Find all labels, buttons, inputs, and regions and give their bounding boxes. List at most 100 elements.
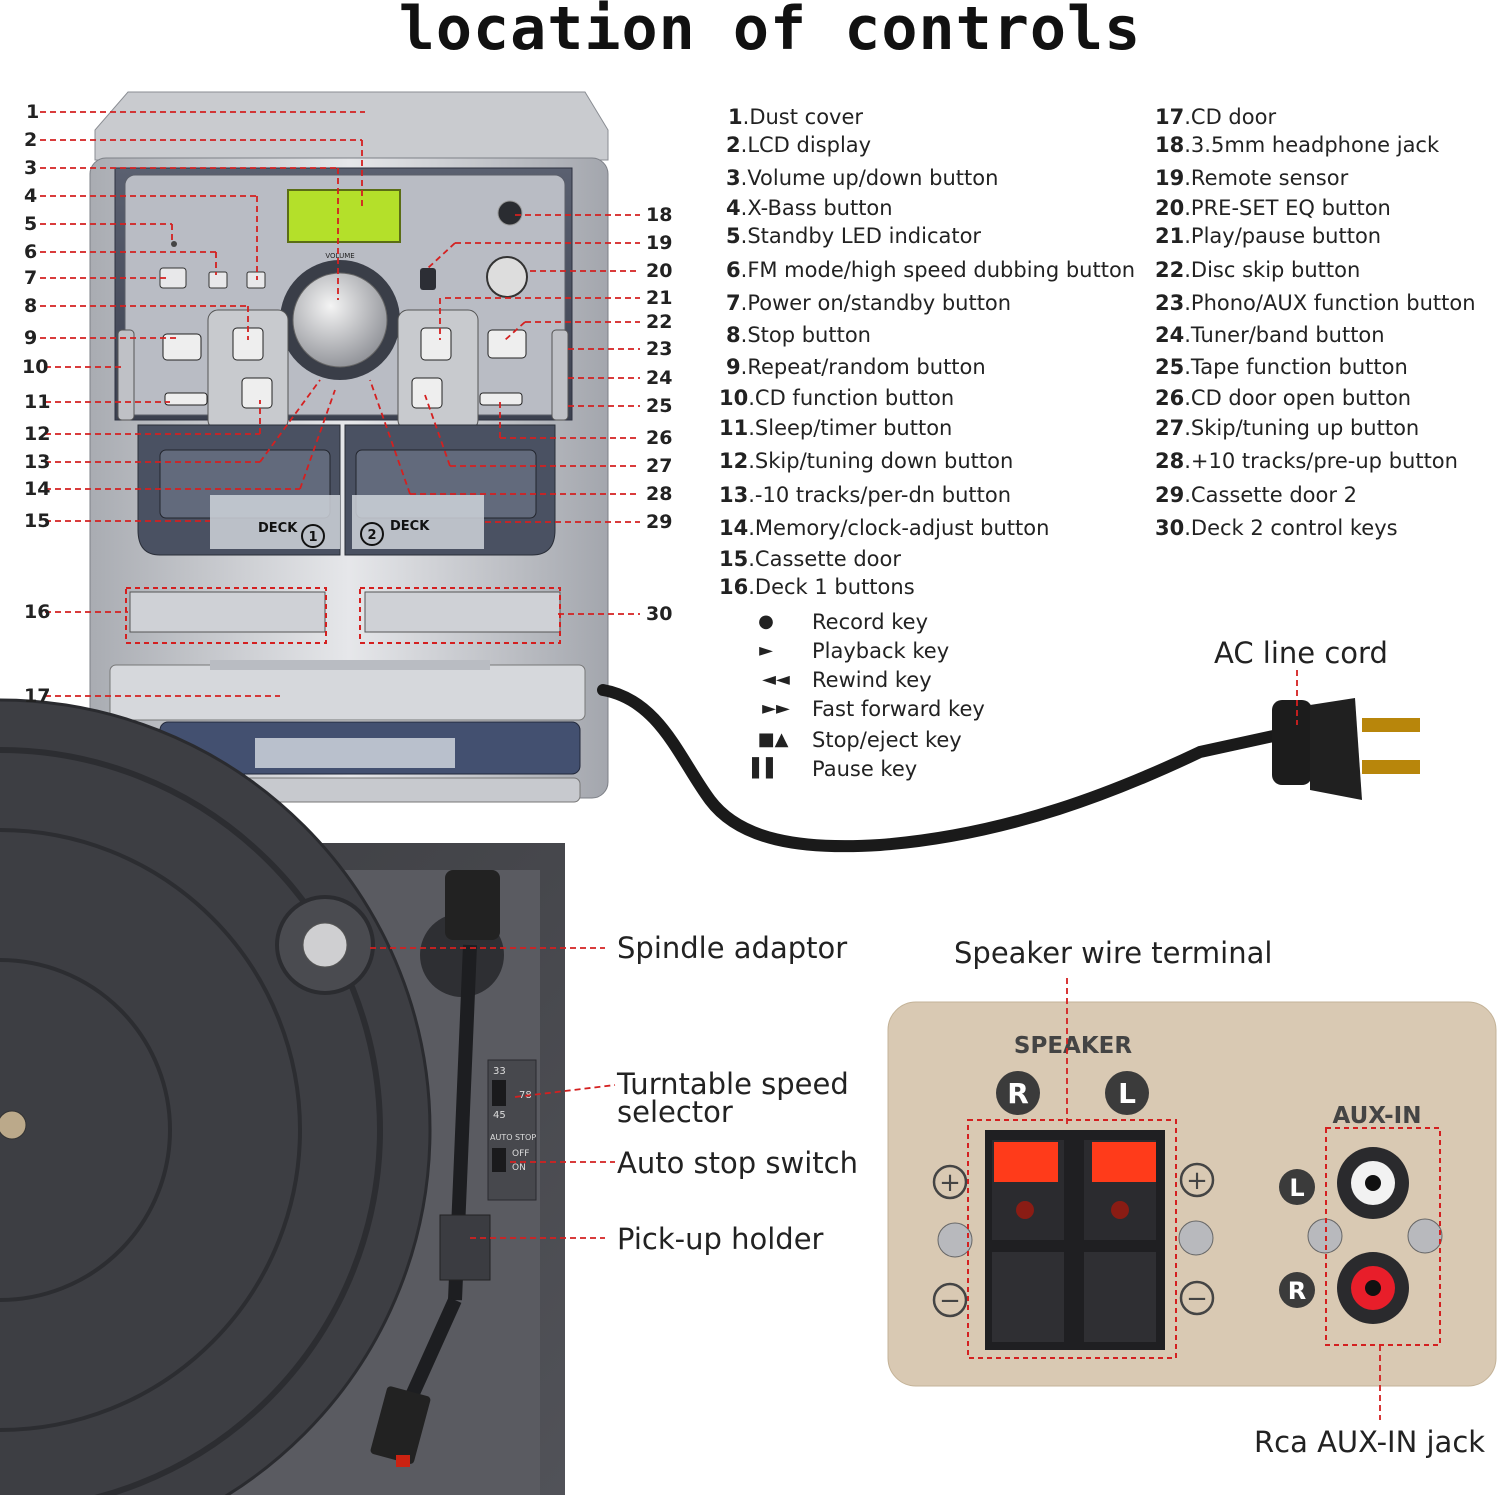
legend-item: 23.Phono/AUX function button [1155,291,1476,315]
speaker-terminal-label: Speaker wire terminal [954,936,1273,970]
speed-selector-label-line1: Turntable speed [617,1067,849,1101]
legend-item: 10.CD function button [719,386,955,410]
legend-item: 22.Disc skip button [1155,258,1361,282]
callout-number: 1 [26,101,40,123]
auto-stop-text: AUTO STOP [490,1133,536,1142]
callout-number: 22 [646,311,673,333]
legend-item: 8.Stop button [726,323,871,347]
deck1-number: 1 [308,530,317,545]
legend-item: 20.PRE-SET EQ button [1155,196,1391,220]
deck2-label: DECK [390,519,430,534]
callout-number: 25 [646,395,673,417]
callout-number: 6 [24,241,38,263]
speed-45: 45 [493,1110,506,1121]
legend-item: 16.Deck 1 buttons [719,575,915,599]
callout-number: 5 [24,213,38,235]
aux-r-badge: R [1288,1277,1306,1305]
callout-number: 2 [24,129,38,151]
ac-cord-label: AC line cord [1214,636,1388,670]
legend-item: 17.CD door [1155,105,1277,129]
turntable: 33 78 45 AUTO STOP OFF ON [0,698,565,1495]
play-key-icon: ► [759,640,773,661]
rear-panel: SPEAKER AUX-IN R L + + − − [887,1001,1497,1387]
legend-item: 2.LCD display [726,133,872,157]
legend-item: 4.X-Bass button [726,196,893,220]
callout-number: 27 [646,455,673,477]
off-text: OFF [512,1149,529,1159]
legend-item: 26.CD door open button [1155,386,1412,410]
page-title: location of controls [398,0,1142,64]
panel-speaker-label: SPEAKER [1014,1033,1132,1059]
rewind-key-icon: ◄◄ [762,669,790,690]
deck1-label: DECK [258,521,298,536]
callout-number: 30 [646,603,673,625]
callout-number: 20 [646,260,673,282]
callout-lines [40,111,1381,1420]
fast-forward-key-icon: ►► [762,698,790,719]
callout-number: 19 [646,232,673,254]
minus-right: − [1186,1284,1208,1314]
legend-item: 6.FM mode/high speed dubbing button [726,258,1136,282]
legend-item: 7.Power on/standby button [726,291,1012,315]
legend-item: 27.Skip/tuning up button [1155,416,1420,440]
volume-label: VOLUME [325,252,354,260]
legend-item: 30.Deck 2 control keys [1155,516,1398,540]
legend-item: 9.Repeat/random button [726,355,986,379]
plus-right: + [1186,1166,1208,1196]
callout-number: 18 [646,204,673,226]
callout-number: 17 [24,685,51,707]
speed-33: 33 [493,1066,506,1077]
legend-item: 28.+10 tracks/pre-up button [1155,449,1458,473]
lcd-display [287,189,401,243]
minus-left: − [939,1286,961,1316]
pickup-holder-label: Pick-up holder [617,1222,824,1256]
record-key-icon: ● [758,611,774,632]
deck-key-label: Stop/eject key [812,728,962,752]
legend-item: 1.Dust cover [728,105,864,129]
stop-eject-key-icon: ■▲ [757,729,789,750]
speaker-l-badge: L [1118,1077,1136,1110]
deck-key-label: Record key [812,610,928,634]
legend-item: 25.Tape function button [1155,355,1408,379]
deck-key-label: Fast forward key [812,697,985,721]
callout-number: 11 [24,391,51,413]
aux-l-badge: L [1289,1174,1304,1202]
deck-key-label: Pause key [812,757,918,781]
deck2-number: 2 [367,528,376,543]
callout-number: 7 [24,267,38,289]
speed-selector-label-line2: selector [617,1095,733,1129]
legend-item: 11.Sleep/timer button [719,416,953,440]
legend-item: 15.Cassette door [719,547,901,571]
callout-number: 15 [24,510,51,532]
auto-stop-label: Auto stop switch [617,1146,858,1180]
callout-number: 9 [24,327,38,349]
callout-number: 26 [646,427,673,449]
callout-number: 3 [24,157,38,179]
callout-number: 24 [646,367,673,389]
callout-number: 13 [24,451,51,473]
pause-key-icon: ▌▌ [752,758,780,779]
callout-number: 4 [24,185,38,207]
callout-number: 8 [24,295,38,317]
callout-number: 28 [646,483,673,505]
callout-number: 23 [646,338,673,360]
callout-number: 12 [24,423,51,445]
callout-number: 29 [646,511,673,533]
deck-key-label: Rewind key [812,668,932,692]
spindle-adaptor-label: Spindle adaptor [617,931,848,965]
callout-number: 16 [24,601,51,623]
legend-item: 24.Tuner/band button [1155,323,1385,347]
on-text: ON [512,1163,526,1173]
legend-item: 29.Cassette door 2 [1155,483,1358,507]
callout-number: 10 [22,356,49,378]
legend-item: 18.3.5mm headphone jack [1155,133,1440,157]
deck-key-label: Playback key [812,639,950,663]
legend-item: 12.Skip/tuning down button [719,449,1014,473]
legend-item: 5.Standby LED indicator [726,224,982,248]
ac-cord [597,684,1420,853]
speaker-r-badge: R [1007,1077,1029,1110]
panel-auxin-label: AUX-IN [1333,1103,1422,1129]
legend-item: 19.Remote sensor [1155,166,1349,190]
rca-aux-in-label: Rca AUX-IN jack [1254,1425,1486,1459]
